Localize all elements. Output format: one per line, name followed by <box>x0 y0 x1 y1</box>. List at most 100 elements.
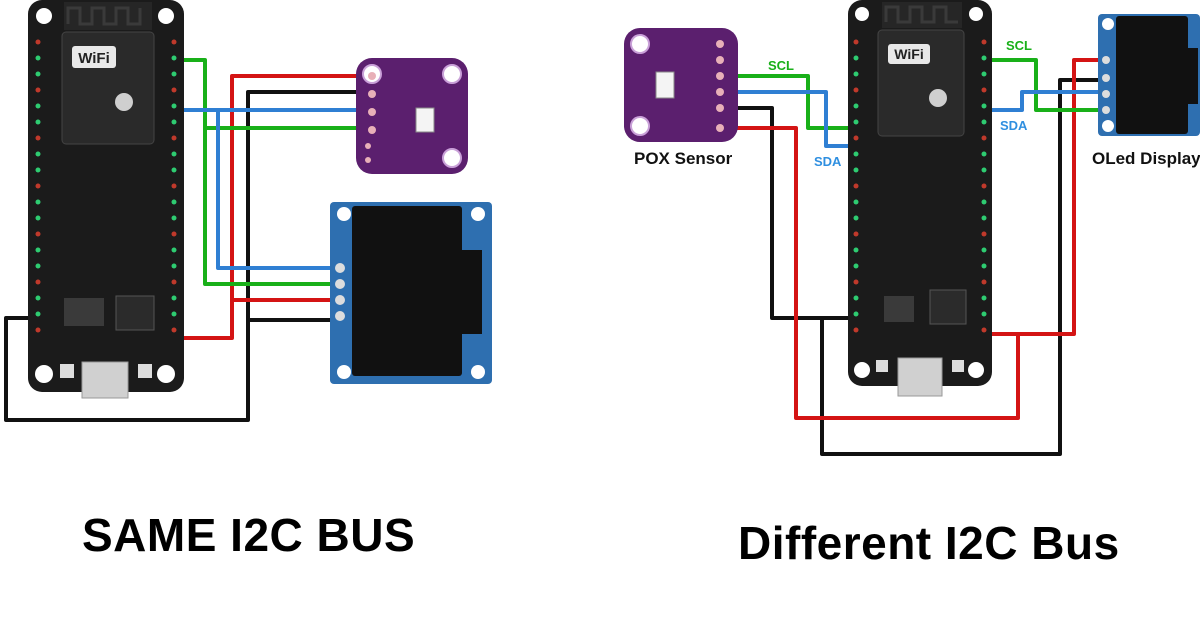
header-pin <box>853 103 859 109</box>
right-diagram: POX Sensor WiFi <box>624 0 1200 456</box>
header-pin <box>171 135 177 141</box>
header-pin <box>35 39 41 45</box>
left-wire-scl <box>176 58 340 286</box>
header-pin <box>981 247 987 253</box>
header-pin <box>171 199 177 205</box>
left-esp32-board: WiFi <box>28 0 184 399</box>
left-wifi-logo-text: WiFi <box>78 50 110 67</box>
header-pin <box>853 279 859 285</box>
header-pin <box>35 295 41 301</box>
header-pin <box>981 279 987 285</box>
right-sensor-chip <box>655 71 675 99</box>
header-pin <box>35 231 41 237</box>
left-oled-display <box>330 202 492 384</box>
right-scl-label-sensor: SCL <box>768 58 794 73</box>
header-pin <box>853 327 859 333</box>
left-oled-screen <box>352 206 462 376</box>
header-pin <box>35 327 41 333</box>
header-pin <box>853 263 859 269</box>
header-pin <box>853 55 859 61</box>
caption-same-i2c-bus: SAME I2C BUS <box>82 509 416 561</box>
header-pin <box>171 119 177 125</box>
header-pin <box>853 167 859 173</box>
right-wire-scl-display <box>978 58 1104 112</box>
header-pin <box>35 279 41 285</box>
header-pin <box>853 311 859 317</box>
header-pin <box>35 199 41 205</box>
header-pin <box>853 71 859 77</box>
header-pin <box>35 71 41 77</box>
left-sensor-chip <box>415 107 435 133</box>
header-pin <box>171 247 177 253</box>
header-pin <box>171 327 177 333</box>
right-sda-label-sensor: SDA <box>814 154 842 169</box>
header-pin <box>171 295 177 301</box>
header-pin <box>853 247 859 253</box>
left-wire-vcc <box>176 74 368 340</box>
right-wifi-logo <box>888 44 930 64</box>
right-oled-screen <box>1116 16 1188 134</box>
header-pin <box>171 87 177 93</box>
header-pin <box>853 87 859 93</box>
caption-different-i2c-bus: Different I2C Bus <box>738 517 1120 569</box>
header-pin <box>171 39 177 45</box>
right-oled-display <box>1098 14 1200 136</box>
header-pin <box>35 263 41 269</box>
right-wire-scl-sensor <box>722 74 862 130</box>
left-diagram: WiFi <box>4 0 492 422</box>
header-pin <box>853 151 859 157</box>
header-pin <box>981 295 987 301</box>
left-espressif-icon <box>115 93 133 111</box>
header-pin <box>981 231 987 237</box>
header-pin <box>35 87 41 93</box>
left-wires <box>4 58 368 422</box>
header-pin <box>981 87 987 93</box>
header-pin <box>171 183 177 189</box>
header-pin <box>35 135 41 141</box>
left-header-pins <box>35 39 177 333</box>
header-pin <box>853 295 859 301</box>
right-wires <box>722 58 1104 456</box>
right-sensor-label: POX Sensor <box>634 149 733 168</box>
header-pin <box>981 135 987 141</box>
header-pin <box>981 263 987 269</box>
header-pin <box>981 327 987 333</box>
header-pin <box>171 103 177 109</box>
right-scl-label-display: SCL <box>1006 38 1032 53</box>
header-pin <box>981 71 987 77</box>
header-pin <box>35 311 41 317</box>
right-sda-label-display: SDA <box>1000 118 1028 133</box>
header-pin <box>171 311 177 317</box>
header-pin <box>171 263 177 269</box>
header-pin <box>35 215 41 221</box>
header-pin <box>853 215 859 221</box>
right-wifi-logo-text: WiFi <box>894 46 923 62</box>
header-pin <box>981 215 987 221</box>
header-pin <box>981 167 987 173</box>
header-pin <box>981 199 987 205</box>
right-usb-port <box>897 357 943 397</box>
header-pin <box>981 39 987 45</box>
header-pin <box>981 103 987 109</box>
header-pin <box>981 311 987 317</box>
right-esp32-board: WiFi <box>848 0 992 397</box>
header-pin <box>35 167 41 173</box>
left-wire-sda <box>176 108 340 270</box>
header-pin <box>171 71 177 77</box>
left-usb-port <box>81 361 129 399</box>
header-pin <box>853 231 859 237</box>
header-pin <box>853 183 859 189</box>
header-pin <box>171 151 177 157</box>
header-pin <box>35 119 41 125</box>
header-pin <box>981 151 987 157</box>
header-pin <box>35 247 41 253</box>
left-wire-gnd <box>4 90 368 422</box>
header-pin <box>981 183 987 189</box>
header-pin <box>853 135 859 141</box>
header-pin <box>853 199 859 205</box>
header-pin <box>853 39 859 45</box>
header-pin <box>35 55 41 61</box>
left-wifi-logo <box>72 46 116 68</box>
right-wire-sda-display <box>978 90 1104 112</box>
header-pin <box>35 151 41 157</box>
